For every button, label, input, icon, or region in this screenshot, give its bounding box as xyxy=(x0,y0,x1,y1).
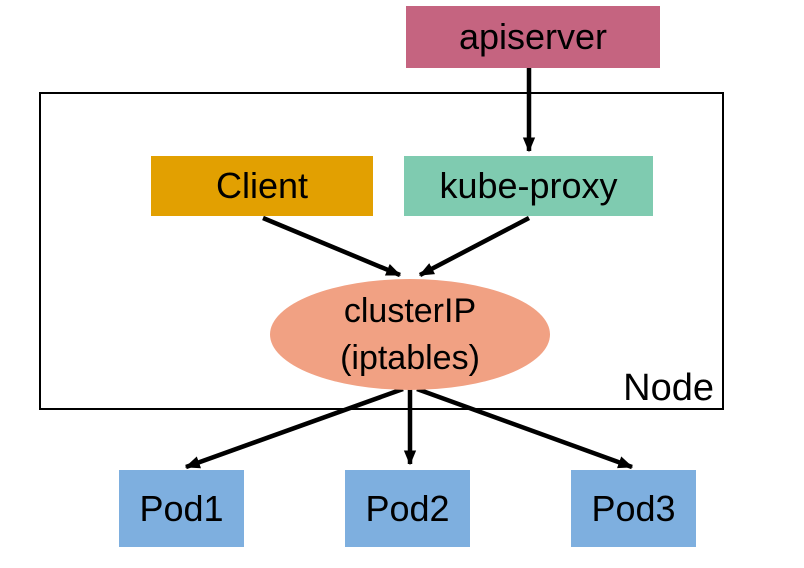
apiserver-label: apiserver xyxy=(458,16,608,57)
client-label: Client xyxy=(215,165,309,206)
node-boundary-label: Node xyxy=(623,367,714,409)
clusterip-label-line1: clusterIP xyxy=(343,291,477,330)
pod3-node: Pod3 xyxy=(571,470,696,547)
pod3-label: Pod3 xyxy=(591,487,676,529)
pod1-label: Pod1 xyxy=(139,487,224,529)
clusterip-label-line2: (iptables) xyxy=(340,338,480,377)
kube-proxy-label: kube-proxy xyxy=(439,165,618,206)
pod1-node: Pod1 xyxy=(119,470,244,547)
apiserver-node: apiserver xyxy=(406,6,660,68)
pod2-label: Pod2 xyxy=(365,487,450,529)
clusterip-node: clusterIP (iptables) xyxy=(270,279,550,390)
kube-proxy-node: kube-proxy xyxy=(404,156,653,216)
pod2-node: Pod2 xyxy=(345,470,470,547)
client-node: Client xyxy=(151,156,373,216)
